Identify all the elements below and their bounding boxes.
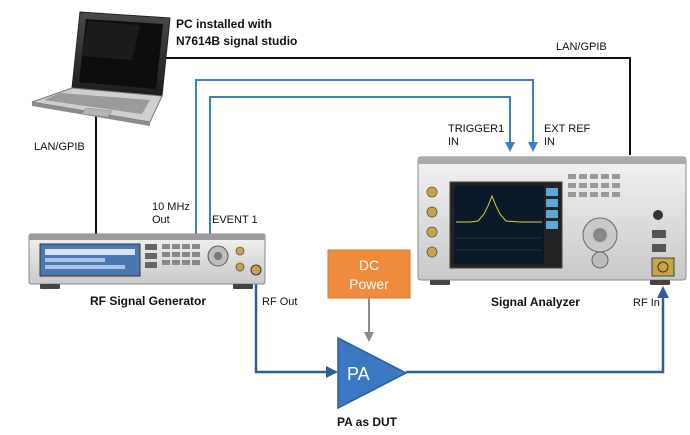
- lan-gpib-cable-analyzer: [160, 57, 631, 155]
- rf-in-label: RF In: [633, 297, 660, 309]
- event-trigger-cable: [209, 96, 515, 236]
- trigger1-label-line1: TRIGGER1: [448, 123, 504, 135]
- signal-analyzer-label: Signal Analyzer: [491, 295, 580, 309]
- dc-power-box: [327, 249, 411, 299]
- rf-out-label: RF Out: [262, 296, 297, 308]
- pa-symbol-label: PA: [347, 364, 370, 384]
- pc-caption-line2: N7614B signal studio: [176, 34, 297, 48]
- ten-mhz-label-line2: Out: [152, 214, 170, 226]
- dc-power-label-line1: DC: [359, 257, 379, 273]
- ext-ref-label-line2: IN: [544, 136, 555, 148]
- ten-mhz-label-line1: 10 MHz: [152, 201, 190, 213]
- lan-gpib-label-left: LAN/GPIB: [34, 141, 85, 153]
- dc-power-label-line2: Power: [349, 276, 389, 292]
- lan-gpib-label-right: LAN/GPIB: [556, 41, 607, 53]
- rf-signal-generator-icon: [28, 233, 266, 289]
- pa-caption: PA as DUT: [337, 415, 398, 429]
- signal-generator-label: RF Signal Generator: [90, 294, 206, 308]
- event1-label: EVENT 1: [212, 214, 258, 226]
- rf-in-cable: [406, 286, 669, 374]
- signal-analyzer-icon: [417, 156, 687, 285]
- trigger1-label-line2: IN: [448, 136, 459, 148]
- pc-caption-line1: PC installed with: [176, 17, 272, 31]
- ext-ref-label-line1: EXT REF: [544, 123, 591, 135]
- ten-mhz-ref-cable: [195, 79, 538, 236]
- laptop-pc-icon: [31, 11, 171, 126]
- rf-out-cable: [254, 282, 338, 378]
- pa-amplifier-symbol: [337, 336, 408, 410]
